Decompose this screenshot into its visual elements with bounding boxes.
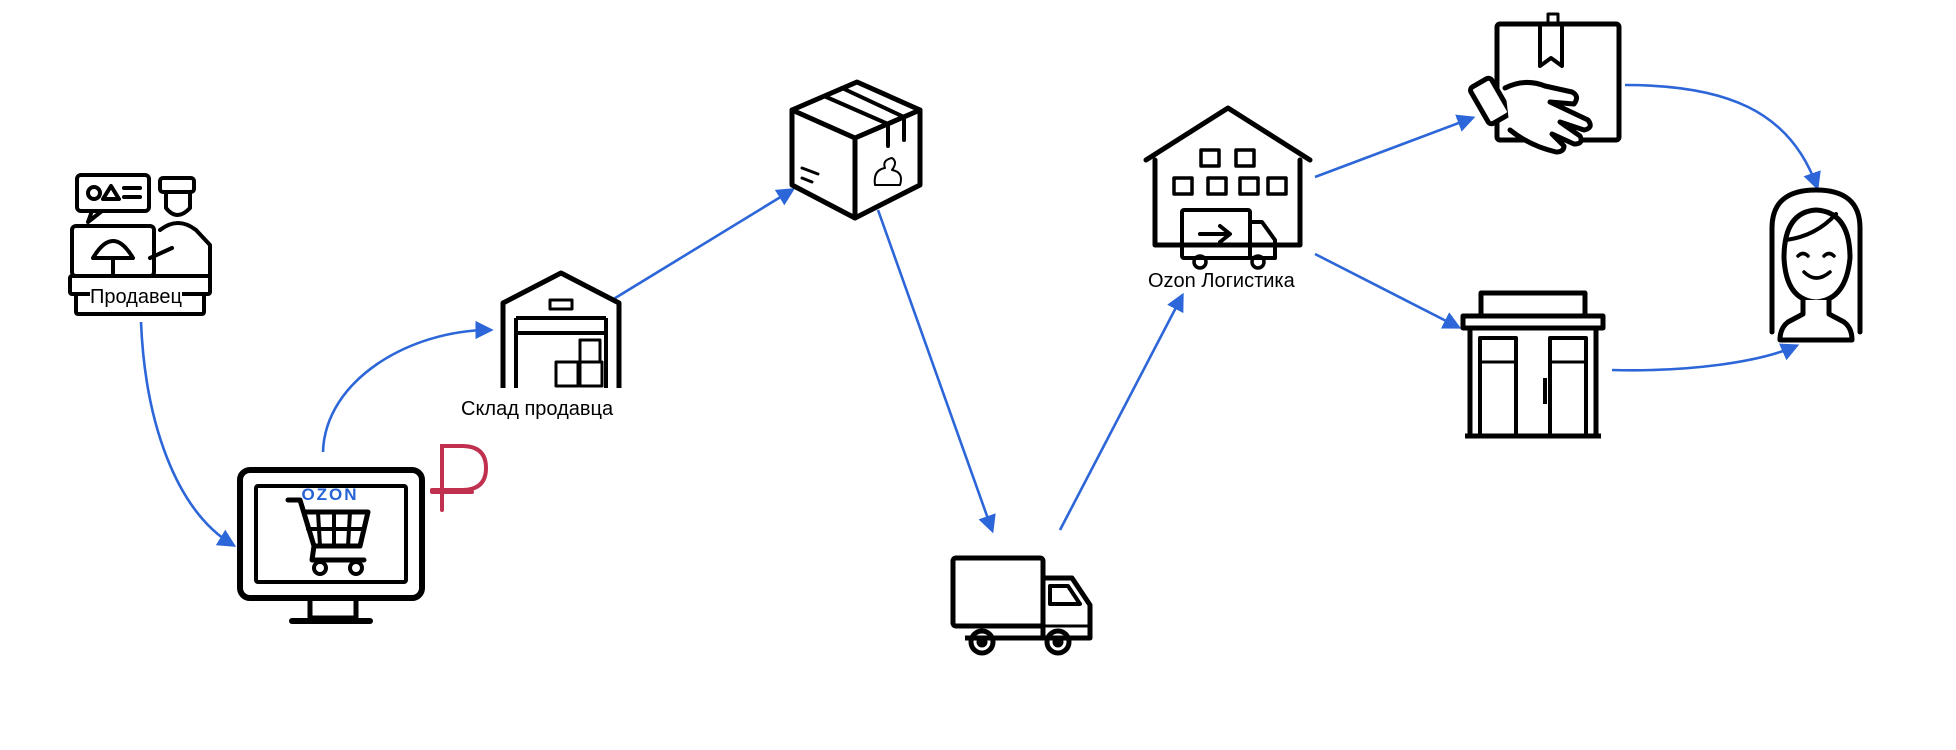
parcel-box-icon <box>789 79 923 221</box>
arrow-logistics-to-pickup-point <box>1314 252 1462 329</box>
hand-with-box-icon <box>1468 12 1622 155</box>
arrow-marketplace-to-warehouse <box>321 320 494 453</box>
customer-icon <box>1769 187 1863 343</box>
arrow-courier-to-customer <box>1624 83 1821 191</box>
arrow-seller-to-marketplace <box>139 321 237 547</box>
arrow-warehouse-to-parcel <box>611 188 796 302</box>
arrow-pickup-to-customer <box>1611 343 1800 372</box>
arrow-logistics-to-courier <box>1314 114 1476 179</box>
seller-warehouse-label: Склад продавца <box>461 398 614 420</box>
arrow-truck-to-logistics <box>1058 292 1184 531</box>
pickup-point-store-icon <box>1460 290 1606 439</box>
delivery-truck-icon <box>950 555 1093 656</box>
ozon-logistics-label: Ozon Логистика <box>1148 270 1295 292</box>
logistics-center-icon <box>1143 105 1313 270</box>
ozon-logo-text: OZON <box>301 485 358 504</box>
arrow-parcel-to-truck <box>876 209 996 534</box>
monitor-shopping-cart-icon <box>237 467 425 624</box>
warehouse-icon <box>500 270 622 388</box>
seller-label: Продавец <box>90 286 182 308</box>
ruble-icon <box>430 444 489 512</box>
flow-arrows <box>139 83 1821 547</box>
